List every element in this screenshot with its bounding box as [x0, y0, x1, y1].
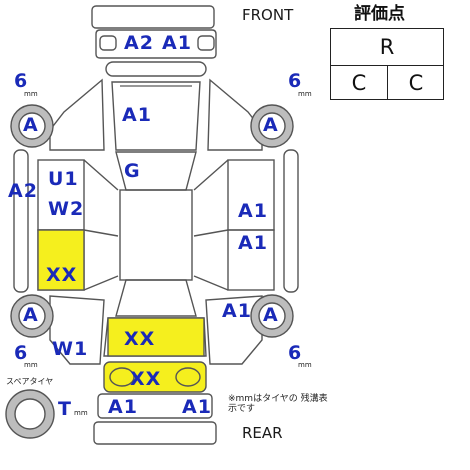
right-pillar-lines [193, 159, 229, 291]
tire-front-right-grade: A [263, 114, 279, 136]
tire-rear-left-unit: mm [24, 361, 38, 369]
tire-rear-right-grade: A [263, 304, 279, 326]
rear-bumper-upper [97, 393, 213, 419]
right-rocker [283, 149, 299, 293]
tire-front-left-unit: mm [24, 90, 38, 98]
right-rear-door-code: A1 [238, 232, 268, 254]
rear-bumper-lower [93, 421, 217, 445]
tire-rear-left-grade: A [23, 304, 39, 326]
rear-bumper-code-right: A1 [182, 396, 212, 418]
left-rocker-code: A2 [8, 180, 38, 202]
left-front-door-code-1: U1 [48, 168, 79, 190]
front-bumper-code-right: A1 [162, 32, 192, 54]
hood-code: A1 [122, 104, 152, 126]
grade-table: R C C [330, 28, 444, 100]
tire-rear-right [250, 294, 294, 338]
grade-exterior-cell: C [331, 66, 388, 100]
grade-heading: 評価点 [354, 4, 405, 24]
tire-rear-right-unit: mm [298, 361, 312, 369]
left-pillar-lines [83, 159, 119, 291]
tire-rear-left-depth: 6 [14, 342, 29, 364]
trunk-damage-patch [107, 317, 205, 357]
right-rear-fender-code: A1 [222, 300, 252, 322]
rear-lower-code: XX [130, 368, 162, 390]
front-bumper-code-left: A2 [124, 32, 154, 54]
roof-code: G [124, 160, 141, 182]
roof-outline [119, 189, 193, 281]
rear-lamp-left [109, 367, 135, 387]
left-rear-fender-outline [49, 295, 105, 365]
tire-spare [5, 389, 55, 439]
left-front-fender-outline [49, 78, 105, 151]
hood-outline [111, 81, 201, 151]
front-headlight-right [197, 35, 215, 51]
tire-spare-unit: mm [74, 409, 88, 417]
front-headlight-left [99, 35, 117, 51]
tire-front-right-depth: 6 [288, 70, 303, 92]
tire-front-left [10, 104, 54, 148]
left-rear-door-code: XX [46, 264, 78, 286]
grade-overall: R [379, 35, 395, 59]
rear-bumper-code-left: A1 [108, 396, 138, 418]
front-grille-outline [95, 29, 217, 59]
grade-interior: C [408, 71, 424, 95]
front-lower-lip [105, 61, 207, 77]
left-rear-fender-code: W1 [52, 338, 89, 360]
right-rear-door-outline [227, 229, 275, 291]
rear-label: REAR [242, 424, 283, 442]
tire-rear-left [10, 294, 54, 338]
tire-rear-right-depth: 6 [288, 342, 303, 364]
grade-exterior: C [351, 71, 367, 95]
right-front-door-code: A1 [238, 200, 268, 222]
trunk-code: XX [124, 328, 156, 350]
front-label: FRONT [242, 6, 294, 24]
rear-lamp-right [175, 367, 201, 387]
tire-front-right [250, 104, 294, 148]
grade-interior-cell: C [388, 66, 444, 100]
left-rear-door-damage-patch [37, 229, 85, 291]
spare-tire-caption: スペアタイヤ [6, 377, 54, 386]
tire-front-left-grade: A [23, 114, 39, 136]
rear-window-outline [115, 279, 197, 317]
grade-overall-cell: R [331, 29, 443, 66]
left-front-door-code-2: W2 [48, 198, 85, 220]
tire-front-right-unit: mm [298, 90, 312, 98]
tire-spare-grade: T [58, 398, 72, 420]
front-bumper-outline [91, 5, 215, 29]
tire-front-left-depth: 6 [14, 70, 29, 92]
left-rocker [13, 149, 29, 293]
tread-depth-footnote: ※mmはタイヤの 残溝表示です [228, 394, 328, 414]
